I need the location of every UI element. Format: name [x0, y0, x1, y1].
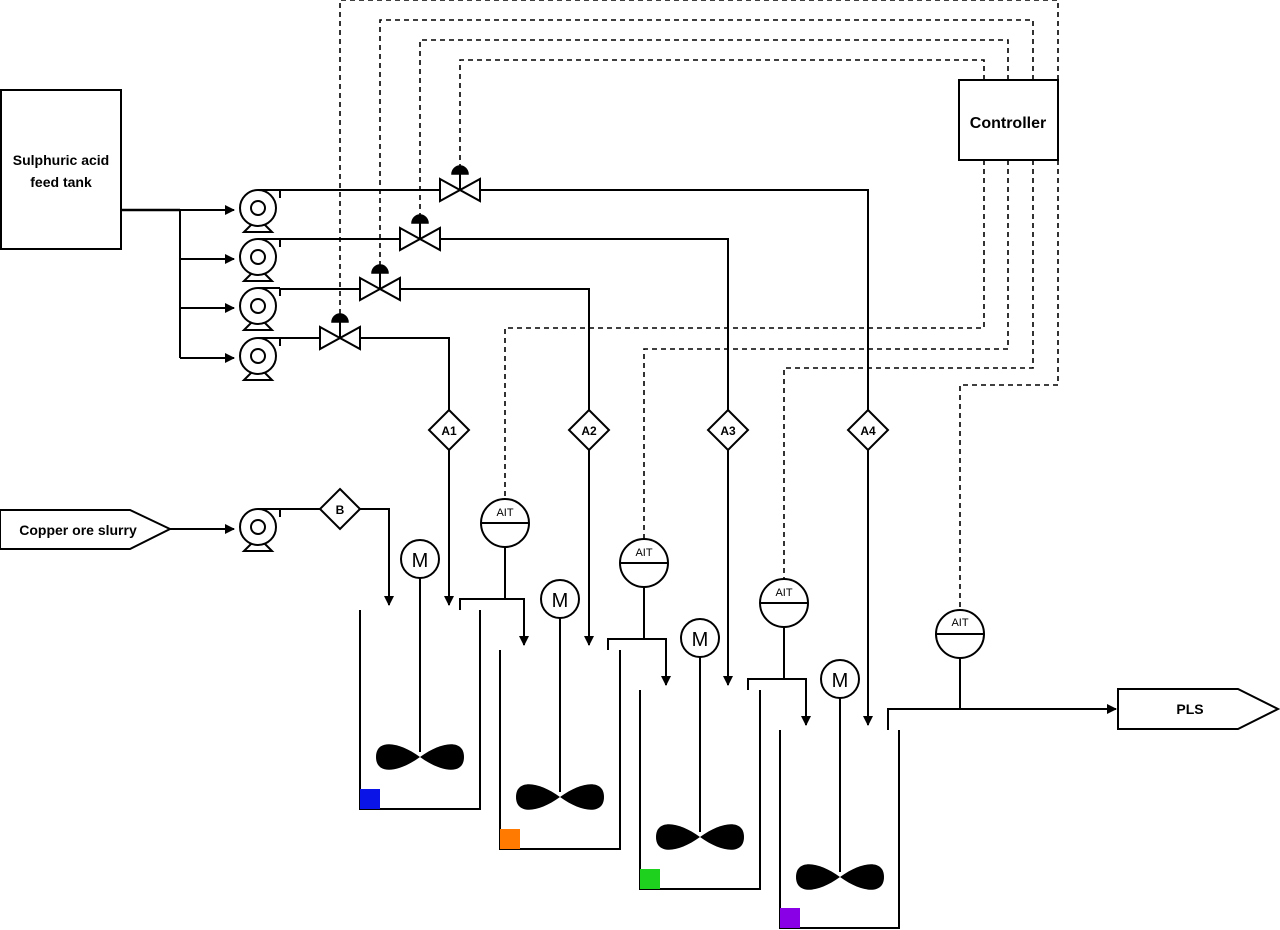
svg-text:AIT: AIT: [775, 587, 792, 599]
control-valve-1: [319, 313, 361, 350]
copper-ore-slurry-inlet: Copper ore slurry: [0, 509, 235, 550]
control-valve-3: [399, 214, 441, 251]
svg-text:M: M: [692, 629, 709, 651]
acid-feed-drops: [444, 450, 873, 726]
acid-pump-1: [239, 337, 281, 381]
agitator-motor-3: M: [680, 618, 720, 658]
flow-element-a3: A3: [706, 408, 750, 452]
feed-tank-label-line1: Sulphuric acid: [13, 152, 109, 168]
flow-element-a4: A4: [846, 408, 890, 452]
slurry-pump: [239, 508, 281, 552]
slurry-line: [280, 508, 394, 606]
acid-discharge-lines: [280, 189, 869, 412]
analyzer-ait-3: AIT: [759, 578, 809, 679]
control-valve-2: [359, 264, 401, 301]
leach-tank-4: [779, 697, 900, 929]
svg-text:AIT: AIT: [635, 547, 652, 559]
tank-2-color-marker: [500, 829, 520, 849]
tank-3-color-marker: [640, 869, 660, 889]
flow-element-a2: A2: [567, 408, 611, 452]
control-valve-4: [439, 165, 481, 202]
sulphuric-acid-feed-tank: Sulphuric acid feed tank: [0, 89, 122, 250]
svg-text:AIT: AIT: [951, 617, 968, 629]
analyzer-ait-1: AIT: [480, 498, 530, 599]
leach-tank-1: [359, 575, 481, 810]
controller-signal-lines: [339, 0, 1059, 610]
ore-slurry-label: Copper ore slurry: [19, 522, 137, 538]
analyzer-ait-4: AIT: [935, 609, 985, 709]
leach-tank-3: [639, 657, 761, 890]
svg-text:A4: A4: [860, 424, 876, 438]
tank-4-color-marker: [780, 908, 800, 928]
analyzer-ait-2: AIT: [619, 538, 669, 639]
svg-text:M: M: [832, 670, 849, 692]
svg-text:A3: A3: [720, 424, 736, 438]
overflow-line-2: [607, 638, 671, 686]
agitator-motor-1: M: [400, 539, 440, 579]
pls-outflow-line: [887, 704, 1117, 730]
overflow-line-3: [747, 678, 811, 726]
agitator-motor-4: M: [820, 659, 860, 699]
flow-element-a1: A1: [427, 408, 471, 452]
svg-text:B: B: [336, 503, 345, 517]
acid-pump-3: [239, 238, 281, 282]
pls-outlet: PLS: [1117, 688, 1280, 730]
acid-header-lines: [121, 205, 235, 363]
tank-1-color-marker: [360, 789, 380, 809]
controller-label: Controller: [970, 115, 1046, 132]
acid-pump-4: [239, 189, 281, 233]
feed-tank-label-line2: feed tank: [30, 174, 92, 190]
svg-text:M: M: [412, 550, 429, 572]
pls-label: PLS: [1176, 701, 1203, 717]
svg-text:AIT: AIT: [496, 507, 513, 519]
leach-tank-2: [499, 617, 621, 850]
svg-text:A2: A2: [581, 424, 597, 438]
acid-pump-2: [239, 287, 281, 331]
agitator-motor-2: M: [540, 579, 580, 619]
svg-text:A1: A1: [441, 424, 457, 438]
controller: Controller: [958, 79, 1059, 161]
overflow-line-1: [459, 598, 529, 646]
flow-element-b: B: [318, 487, 362, 531]
svg-text:M: M: [552, 590, 569, 612]
